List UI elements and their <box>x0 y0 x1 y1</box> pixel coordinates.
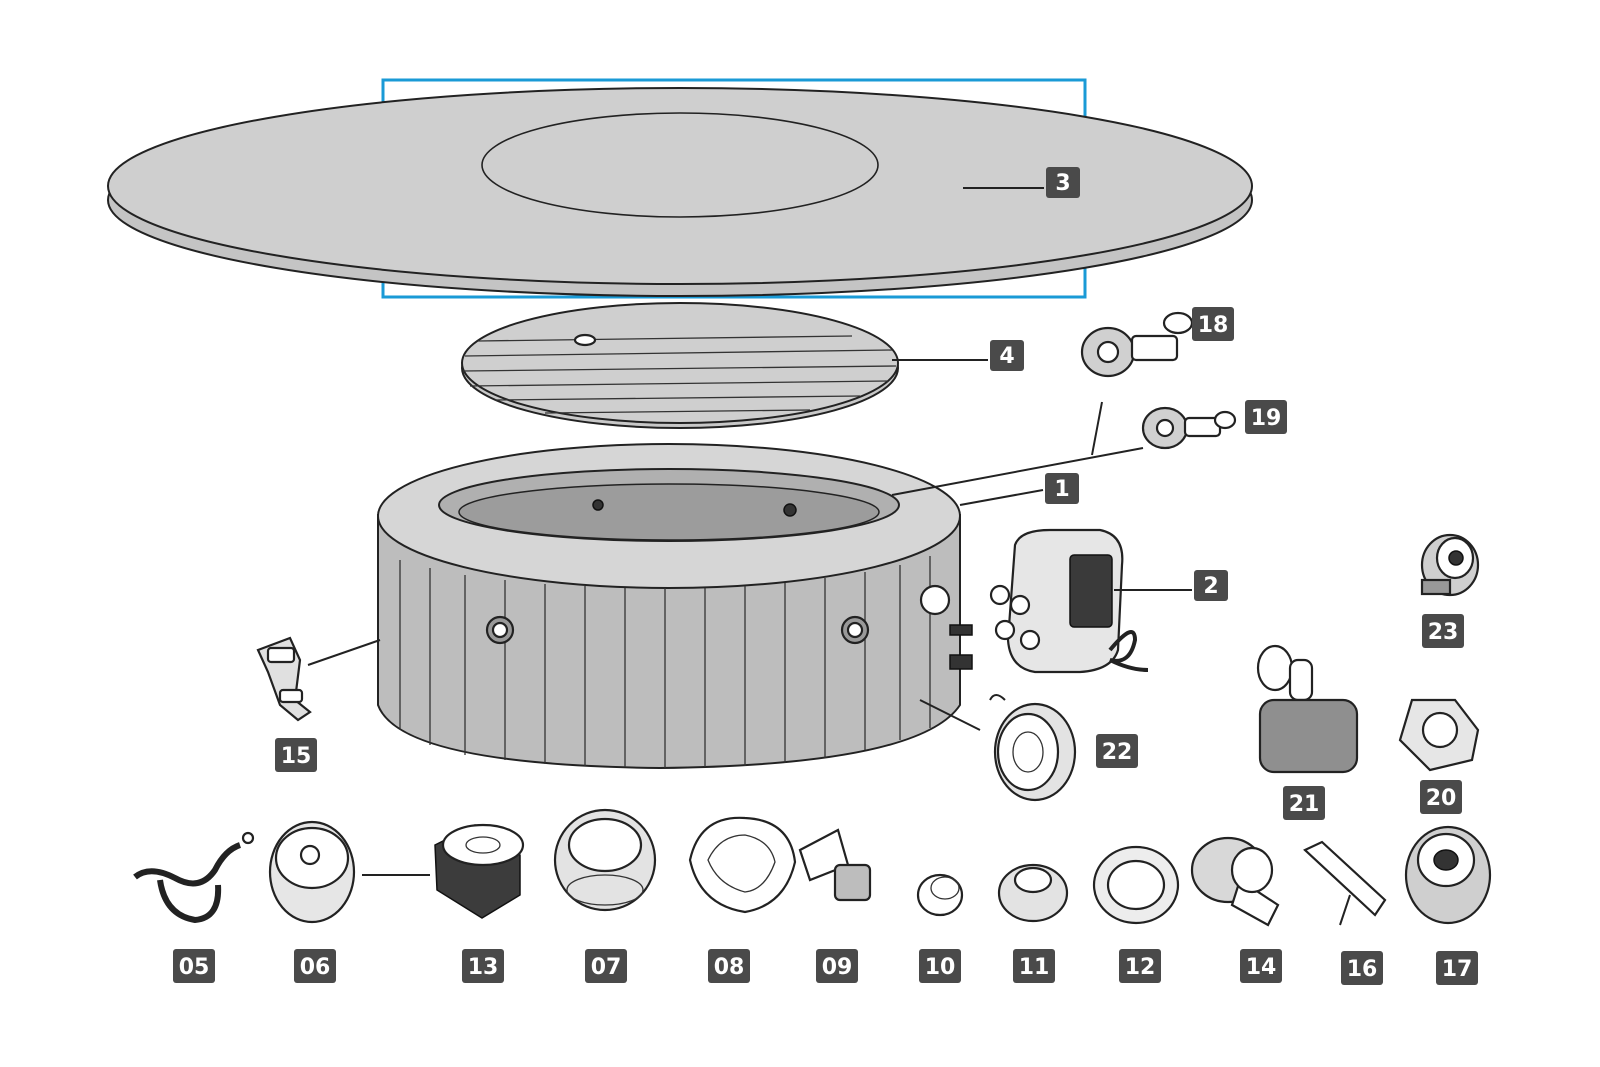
part-09-hose-adapter[interactable] <box>798 828 872 902</box>
svg-text:21: 21 <box>1289 792 1320 817</box>
label-3: 3 <box>1046 167 1080 198</box>
part-4-inner-lid[interactable] <box>461 302 899 429</box>
svg-text:4: 4 <box>999 344 1014 369</box>
svg-text:05: 05 <box>179 955 210 980</box>
label-05: 05 <box>173 949 215 983</box>
svg-text:3: 3 <box>1055 171 1070 196</box>
part-3-cover[interactable] <box>107 78 1253 299</box>
leader-lines <box>307 187 1192 876</box>
svg-text:20: 20 <box>1426 786 1457 811</box>
svg-text:19: 19 <box>1251 406 1282 431</box>
label-4: 4 <box>990 340 1024 371</box>
svg-text:08: 08 <box>714 955 745 980</box>
label-1: 1 <box>1045 473 1079 504</box>
svg-text:06: 06 <box>300 955 331 980</box>
handle-right <box>840 615 870 645</box>
svg-text:07: 07 <box>591 955 622 980</box>
part-07-strainer[interactable] <box>553 808 657 912</box>
svg-text:13: 13 <box>468 955 499 980</box>
part-10-small-cap[interactable] <box>916 873 964 917</box>
label-21: 21 <box>1283 786 1325 820</box>
svg-text:17: 17 <box>1442 957 1473 982</box>
svg-text:11: 11 <box>1019 955 1050 980</box>
label-18: 18 <box>1192 307 1234 341</box>
handle-left <box>485 615 515 645</box>
part-17-valve-body[interactable] <box>1404 825 1492 925</box>
label-22: 22 <box>1096 734 1138 768</box>
label-07: 07 <box>585 949 627 983</box>
part-06-filter-cap[interactable] <box>268 820 356 924</box>
part-22-filter-housing[interactable] <box>989 694 1077 802</box>
part-18-jet[interactable] <box>1080 311 1194 378</box>
svg-text:16: 16 <box>1347 957 1378 982</box>
label-06: 06 <box>294 949 336 983</box>
label-11: 11 <box>1013 949 1055 983</box>
svg-text:14: 14 <box>1246 955 1277 980</box>
label-14: 14 <box>1240 949 1282 983</box>
svg-text:09: 09 <box>822 955 853 980</box>
part-21-headrest[interactable] <box>1256 644 1359 774</box>
svg-text:1: 1 <box>1054 477 1069 502</box>
part-23-valve-cap[interactable] <box>1420 533 1480 597</box>
svg-text:12: 12 <box>1125 955 1156 980</box>
label-13: 13 <box>462 949 504 983</box>
part-08-lock-ring[interactable] <box>688 816 797 914</box>
part-20-connector-nut[interactable] <box>1398 698 1480 772</box>
label-08: 08 <box>708 949 750 983</box>
label-09: 09 <box>816 949 858 983</box>
label-19: 19 <box>1245 400 1287 434</box>
part-15-buckle[interactable] <box>256 636 312 722</box>
part-11-plug[interactable] <box>997 863 1069 923</box>
label-23: 23 <box>1422 614 1464 648</box>
part-14-drain-valve[interactable] <box>1190 836 1280 927</box>
svg-text:2: 2 <box>1203 574 1218 599</box>
svg-text:18: 18 <box>1198 313 1229 338</box>
svg-text:22: 22 <box>1102 740 1133 765</box>
label-20: 20 <box>1420 780 1462 814</box>
part-12-gasket-ring[interactable] <box>1092 845 1180 925</box>
part-13-filter-cartridge[interactable] <box>434 823 525 919</box>
label-12: 12 <box>1119 949 1161 983</box>
svg-text:23: 23 <box>1428 620 1459 645</box>
part-19-jet[interactable] <box>1141 406 1237 450</box>
part-16-wrench[interactable] <box>1303 840 1387 926</box>
label-2: 2 <box>1194 570 1228 601</box>
part-2-pump[interactable] <box>989 528 1149 674</box>
part-05-hose[interactable] <box>133 831 255 924</box>
label-17: 17 <box>1436 951 1478 985</box>
label-10: 10 <box>919 949 961 983</box>
part-1-spa-pool[interactable] <box>377 443 973 770</box>
svg-text:15: 15 <box>281 744 312 769</box>
label-15: 15 <box>275 738 317 772</box>
svg-text:10: 10 <box>925 955 956 980</box>
label-16: 16 <box>1341 951 1383 985</box>
